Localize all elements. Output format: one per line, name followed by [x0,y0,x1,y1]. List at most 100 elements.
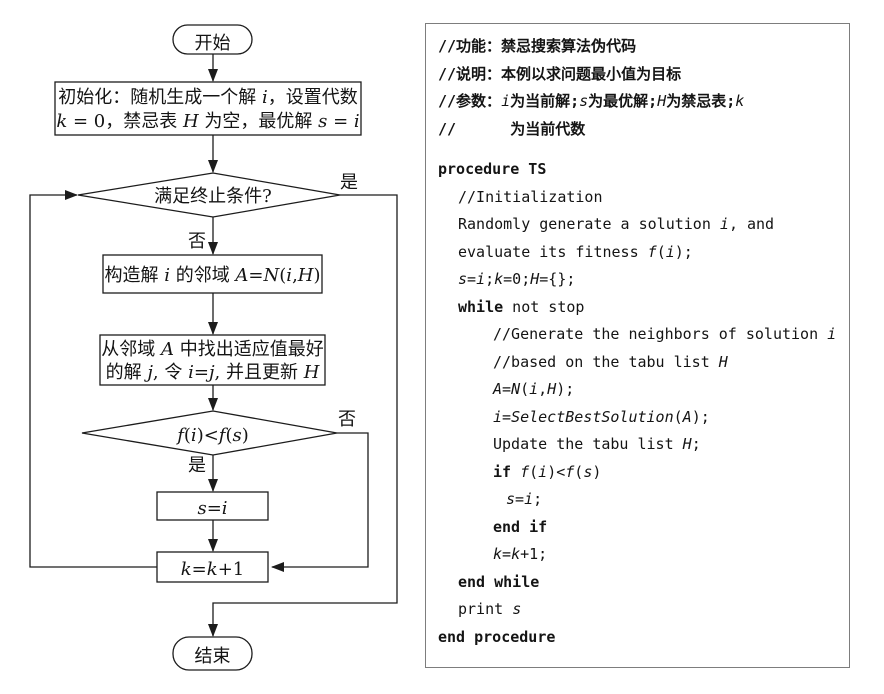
text-segment: =0; [503,270,531,288]
text-segment: , [292,265,298,286]
text-segment: H [547,380,557,398]
text-segment: ( [520,380,530,398]
cond2-no-label: 否 [338,409,356,430]
text-segment: //Initialization [458,187,603,206]
text-segment: f [218,425,226,446]
text-segment: ={}; [539,270,576,288]
text-segment: = [206,498,222,519]
text-segment: // 为当前代数 [438,119,586,138]
text-segment: i [827,325,837,343]
text-segment: H [657,92,667,110]
code-line-14: i=SelectBestSolution(A); [438,404,845,432]
stop-condition-label: 满足终止条件? [110,185,316,208]
text-segment: j [208,362,215,383]
text-segment: , 令 [152,362,189,383]
text-segment: = [193,362,209,383]
text-segment: )< [196,425,219,446]
increment-label: k=k+1 [157,558,268,581]
text-segment: H [303,362,320,383]
text-segment: ) [592,462,602,481]
text-segment: SelectBestSolution [511,407,674,426]
text-segment: ); [556,380,575,398]
code-line-13: A=N(i,H); [438,376,845,404]
text-segment: ( [673,407,683,426]
code-line-15: Update the tabu list H; [438,431,845,459]
code-line-9: s=i;k=0;H={}; [438,266,845,294]
text-segment: 满足终止条件? [154,186,272,207]
text-segment: s [197,498,207,519]
code-line-17: s=i; [438,486,845,514]
text-segment: = [502,380,512,398]
text-segment: i [286,265,293,286]
text-segment: N [263,265,280,286]
text-segment: i [538,462,548,481]
text-segment: 构造解 [104,265,165,286]
text-segment: = [502,545,512,563]
text-segment: H [682,435,692,453]
text-segment: ) [241,425,249,446]
text-segment: ( [183,425,191,446]
text-segment: ，设置代数 [267,87,358,108]
init-label-line1: 初始化：随机生成一个解 i，设置代数 [55,86,361,110]
text-segment: //based on the tabu list [493,352,719,371]
text-segment: i [353,111,360,132]
text-segment: end procedure [438,627,556,646]
text-segment: H [718,352,728,371]
text-segment: while [458,297,504,316]
text-segment: ; [485,270,495,288]
text-segment: i [529,380,539,398]
fitness-condition-label: f(i)<f(s) [113,424,313,447]
pseudocode-lines: //功能：禁忌搜索算法伪代码//说明：本例以求问题最小值为目标//参数：i为当前… [438,33,845,651]
text-segment: print [458,600,513,618]
text-segment: ( [279,265,287,286]
code-line-10: while not stop [438,294,845,322]
text-segment: 为禁忌表; [666,92,736,110]
init-label-line2: k = 0，禁忌表 H 为空，最优解 s = i [55,110,361,134]
text-segment: ); [674,242,693,261]
text-segment: i [665,242,675,261]
text-segment: +1 [217,559,245,580]
text-segment: ; [691,435,701,453]
text-segment: i [476,270,486,288]
text-segment: ) [313,265,321,286]
code-line-1: //功能：禁忌搜索算法伪代码 [438,33,845,61]
text-segment: , 并且更新 [214,362,304,383]
text-segment: = [502,407,512,426]
end-label: 结束 [194,646,231,667]
text-segment: ( [656,242,666,261]
text-segment: i [221,498,228,519]
select-best-label-line2: 的解 j, 令 i=j, 并且更新 H [100,361,325,384]
code-line-2: //说明：本例以求问题最小值为目标 [438,61,845,89]
text-segment: A [161,339,174,360]
text-segment: j [147,362,153,383]
text-segment: = [467,270,477,288]
edge-loop-back-to-cond1 [29,190,157,568]
text-segment: procedure TS [438,160,547,178]
text-segment: 的解 [105,362,148,383]
text-segment: f [647,242,657,261]
code-line-19: k=k+1; [438,541,845,569]
text-segment: = 0，禁忌表 [67,111,183,132]
select-best-label: 从邻域 A 中找出适应值最好 的解 j, 令 i=j, 并且更新 H [100,338,325,384]
code-line-21: print s [438,596,845,624]
text-segment: i [188,362,194,383]
text-segment: A [682,407,692,426]
start-label: 开始 [194,33,231,54]
text-segment: s [579,92,589,110]
init-process-shape [54,81,362,136]
cond1-yes-label: 是 [340,172,358,193]
edge-cond1-yes-to-end [208,194,398,637]
text-segment: k [206,559,218,580]
cond1-no-label: 否 [188,231,206,252]
text-segment: A [493,380,503,398]
code-line-22: end procedure [438,624,845,652]
text-segment: i [261,87,268,108]
text-segment: k [735,92,745,110]
text-segment: s [506,490,516,508]
text-segment: k [494,270,504,288]
text-segment: ( [574,462,584,481]
text-segment: k [493,545,503,563]
text-segment: s [458,270,468,288]
text-segment: s [232,425,242,446]
code-line-7: Randomly generate a solution i, and [438,211,845,239]
